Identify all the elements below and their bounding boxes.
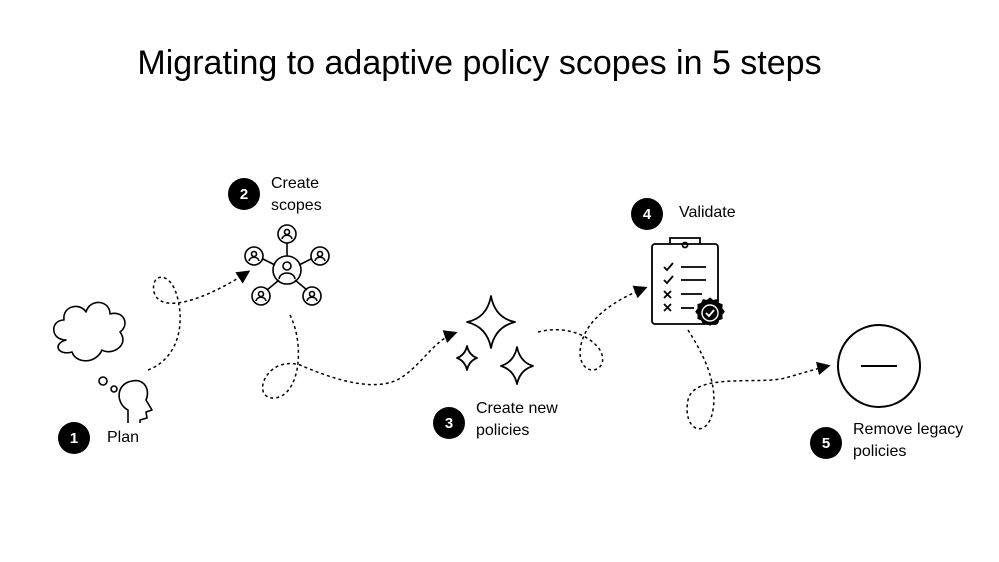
sparkles-icon [456,295,534,385]
step-4-badge: 4 [631,198,663,230]
step-2-label: Create scopes [271,173,322,217]
sparkle-medium [500,346,534,385]
minus-circle-icon [837,324,921,408]
step-5-label-line-2: policies [853,443,907,460]
network-spokes [262,243,312,291]
outer-person-bottom-right [302,286,322,306]
step-2-label-line-1: Create [271,175,320,192]
step-5-label: Remove legacy policies [853,419,963,463]
step-4-label-line-1: Validate [679,204,736,221]
connector-1-2 [147,270,251,371]
diagram-title: Migrating to adaptive policy scopes in 5… [137,44,822,82]
connector-2-3 [261,314,458,399]
step-5-badge: 5 [810,427,842,459]
outer-person-right [310,246,330,266]
step-1-label-line-1: Plan [107,429,140,446]
people-network-icon [244,224,330,306]
outer-person-bottom-left [251,286,271,306]
step-4-label: Validate [679,202,736,224]
verified-seal-icon [695,297,725,326]
step-3-label: Create new policies [476,398,558,442]
connector-4-5 [686,329,831,430]
sparkle-large [466,295,516,349]
step-2-badge: 2 [228,178,260,210]
step-5-label-line-1: Remove legacy [853,421,964,438]
center-person [272,255,302,285]
outer-person-left [244,246,264,266]
step-3-badge: 3 [433,407,465,439]
outer-person-top [277,224,297,244]
connector-3-4 [537,285,648,371]
step-1-label: Plan [107,427,139,449]
step-3-label-line-2: policies [476,422,530,439]
step-3-label-line-1: Create new [476,400,558,417]
sparkle-small [456,345,478,371]
step-1-badge: 1 [58,422,90,454]
step-2-label-line-2: scopes [271,197,322,214]
checklist-clipboard-icon [651,237,725,326]
thinking-head-icon [52,301,153,423]
